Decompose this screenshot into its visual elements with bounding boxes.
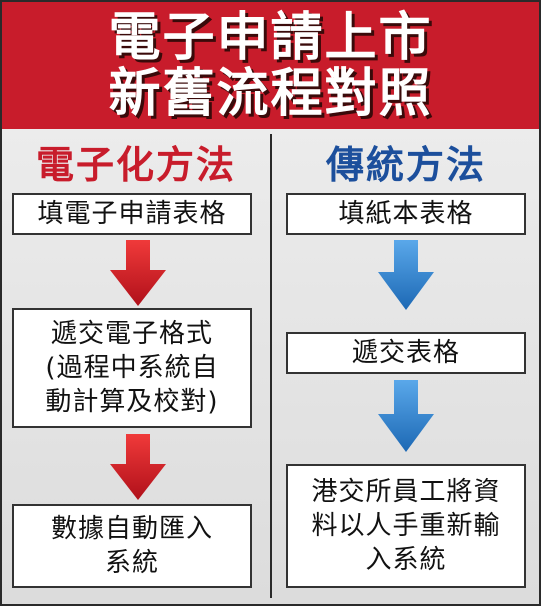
traditional-step-3-line-2: 料以人手重新輸 [311, 511, 501, 541]
electronic-step-3: 數據自動匯入 系統 [12, 504, 252, 588]
traditional-step-3-line-1: 港交所員工將資 [311, 477, 501, 507]
electronic-step-2: 遞交電子格式 (過程中系統自 動計算及校對) [12, 308, 252, 428]
traditional-step-1: 填紙本表格 [286, 193, 526, 235]
electronic-step-2-line-3: 動計算及校對) [45, 387, 219, 417]
traditional-step-3-line-3: 入系統 [365, 545, 447, 575]
traditional-heading: 傳統方法 [325, 142, 486, 187]
electronic-step-3-line-2: 系統 [104, 548, 159, 578]
column-divider [270, 134, 272, 598]
electronic-step-3-line-1: 數據自動匯入 [50, 514, 213, 544]
electronic-step-1-text: 填電子申請表格 [37, 199, 227, 229]
title-banner: 電子申請上市 新舊流程對照 [2, 2, 539, 129]
title-line-2: 新舊流程對照 [108, 63, 433, 124]
electronic-heading: 電子化方法 [35, 142, 236, 187]
traditional-step-1-text: 填紙本表格 [338, 199, 474, 229]
title-line-1: 電子申請上市 [108, 7, 433, 68]
electronic-step-2-line-1: 遞交電子格式 [50, 319, 213, 349]
traditional-step-2-text: 遞交表格 [351, 338, 460, 368]
electronic-step-1: 填電子申請表格 [12, 193, 252, 235]
electronic-step-2-line-2: (過程中系統自 [45, 353, 219, 383]
arrow-down-red-icon [110, 434, 166, 500]
arrow-down-blue-icon [378, 240, 434, 310]
traditional-step-3: 港交所員工將資 料以人手重新輸 入系統 [286, 464, 526, 588]
arrow-down-blue-icon [378, 380, 434, 452]
arrow-down-red-icon [110, 240, 166, 306]
traditional-step-2: 遞交表格 [286, 332, 526, 374]
